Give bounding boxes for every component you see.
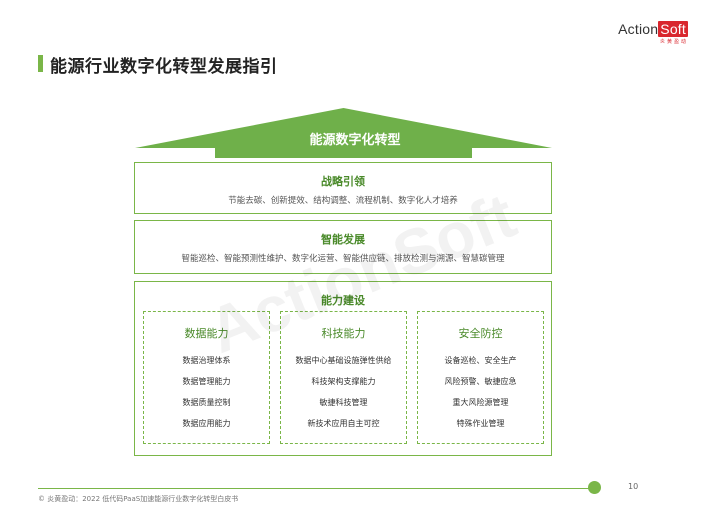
column-item: 数据管理能力: [182, 377, 231, 386]
column-item: 数据治理体系: [182, 356, 231, 365]
column-item: 数据中心基础设施弹性供给: [295, 356, 392, 365]
roof-label: 能源数字化转型: [309, 133, 401, 148]
footer-source: © 炎黄盈动：2022 低代码PaaS加速能源行业数字化转型白皮书: [38, 495, 239, 503]
title-accent-bar: [38, 55, 43, 72]
footer-divider: [38, 488, 593, 489]
smart-box: 智能发展 智能巡检、智能预测性维护、数字化运营、智能供应链、排放检测与溯源、智慧…: [134, 220, 552, 274]
column-title: 安全防控: [458, 327, 503, 340]
logo-subtitle: 炎黄盈动: [659, 39, 688, 45]
column-item: 重大风险源管理: [452, 398, 509, 407]
data-capability-column: 数据能力 数据治理体系 数据管理能力 数据质量控制 数据应用能力: [143, 311, 270, 444]
column-item: 敏捷科技管理: [319, 398, 368, 407]
column-item: 特殊作业管理: [456, 419, 505, 428]
strategy-text: 节能去碳、创新提效、结构调整、流程机制、数字化人才培养: [228, 196, 458, 206]
security-column: 安全防控 设备巡检、安全生产 风险预警、敏捷应急 重大风险源管理 特殊作业管理: [417, 311, 544, 444]
strategy-title: 战略引领: [321, 175, 365, 188]
smart-text: 智能巡检、智能预测性维护、数字化运营、智能供应链、排放检测与溯源、智慧碳管理: [181, 254, 505, 264]
footer-dot: [588, 481, 601, 494]
column-item: 新技术应用自主可控: [307, 419, 380, 428]
column-item: 科技架构支撑能力: [311, 377, 376, 386]
column-item: 数据应用能力: [182, 419, 231, 428]
page-title: 能源行业数字化转型发展指引: [50, 57, 278, 77]
capability-title: 能力建设: [321, 294, 365, 307]
column-title: 科技能力: [321, 327, 366, 340]
column-item: 数据质量控制: [182, 398, 231, 407]
strategy-box: 战略引领 节能去碳、创新提效、结构调整、流程机制、数字化人才培养: [134, 162, 552, 214]
column-item: 设备巡检、安全生产: [444, 356, 517, 365]
column-title: 数据能力: [184, 327, 229, 340]
tech-capability-column: 科技能力 数据中心基础设施弹性供给 科技架构支撑能力 敏捷科技管理 新技术应用自…: [280, 311, 407, 444]
column-item: 风险预警、敏捷应急: [444, 377, 517, 386]
page-number: 10: [628, 482, 639, 491]
smart-title: 智能发展: [321, 233, 365, 246]
roof-shape: [135, 108, 552, 158]
capability-box: 能力建设: [134, 281, 552, 456]
